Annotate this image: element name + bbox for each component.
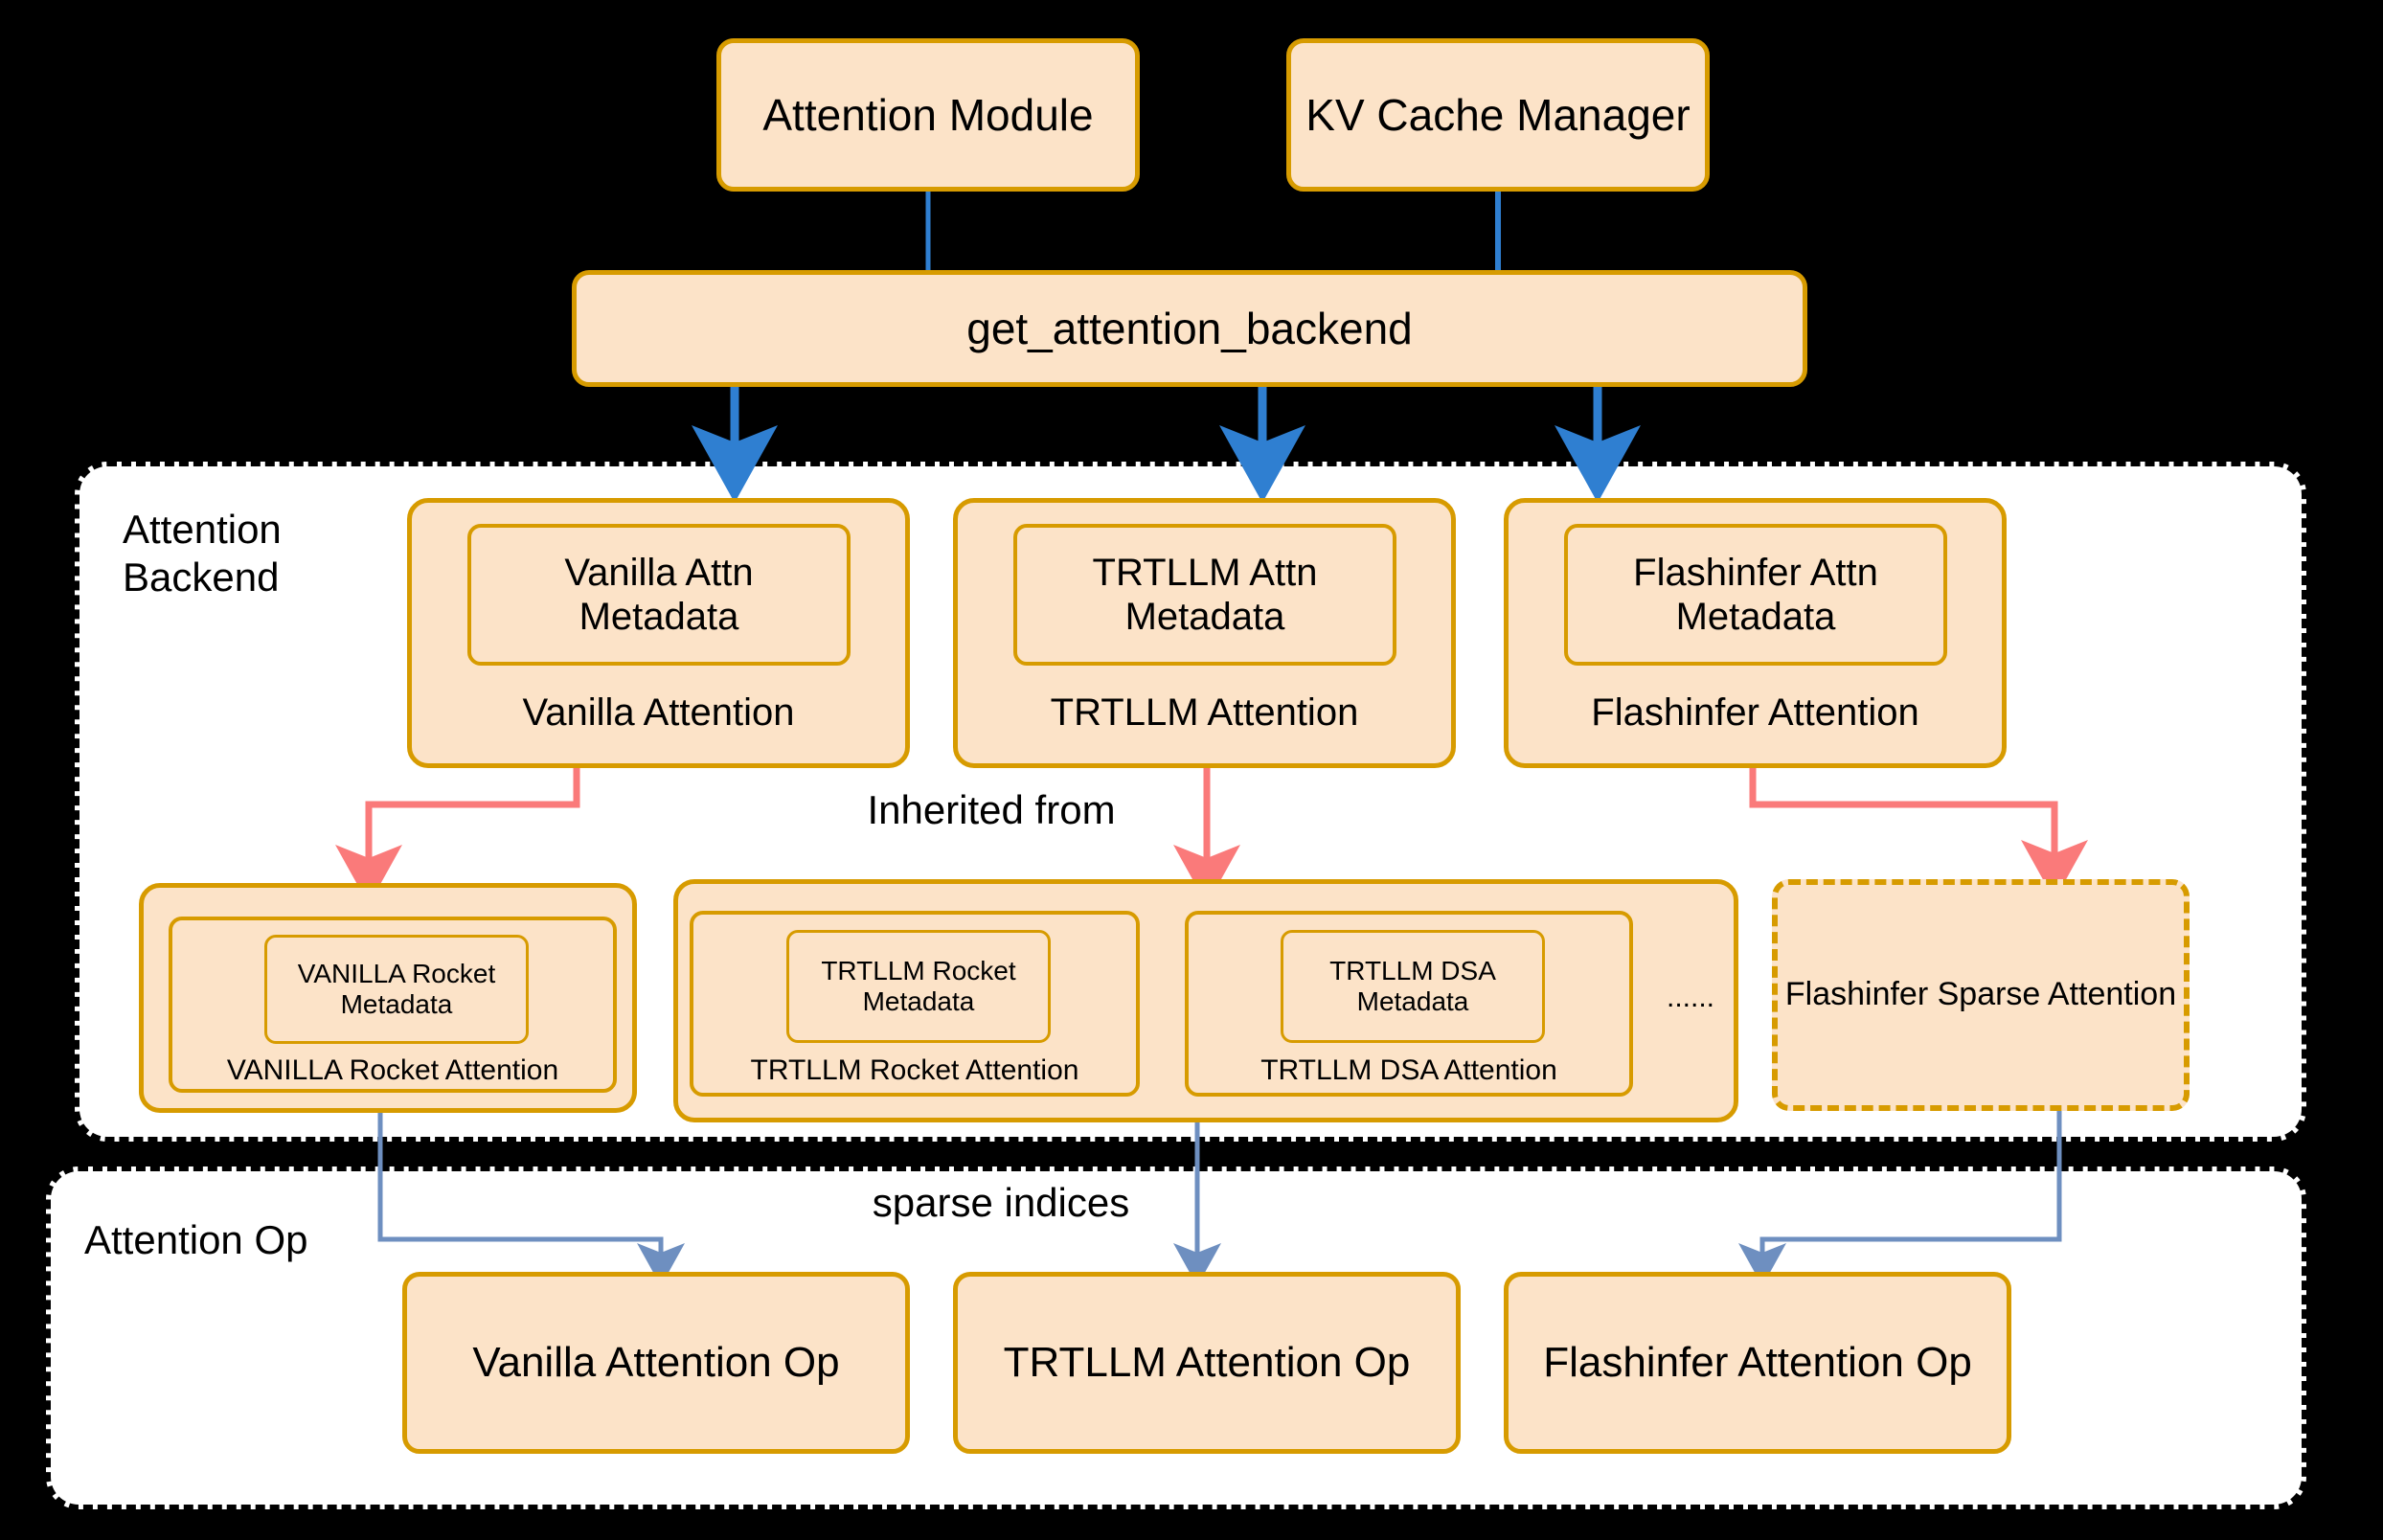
sparse-vanilla-rocket-metadata-label: VANILLA Rocket Metadata: [297, 958, 496, 1019]
backend-vanilla[interactable]: Vanilla Attn Metadata Vanilla Attention: [407, 498, 910, 768]
sparse-trtllm-dsa-metadata-label: TRTLLM DSA Metadata: [1329, 955, 1496, 1016]
backend-vanilla-metadata[interactable]: Vanilla Attn Metadata: [467, 524, 851, 666]
sparse-flashinfer[interactable]: Flashinfer Sparse Attention: [1772, 879, 2190, 1111]
node-get-attention-backend-label: get_attention_backend: [966, 303, 1413, 353]
sparse-vanilla-rocket-metadata[interactable]: VANILLA Rocket Metadata: [264, 935, 529, 1044]
attention-backend-title: Attention Backend: [123, 507, 282, 600]
sparse-flashinfer-label: Flashinfer Sparse Attention: [1784, 976, 2177, 1013]
sparse-ellipsis: ......: [1666, 982, 1714, 1013]
sparse-trtllm-dsa-class-label: TRTLLM DSA Attention: [1260, 1054, 1557, 1086]
node-kv-cache-manager[interactable]: KV Cache Manager: [1286, 38, 1710, 192]
op-vanilla[interactable]: Vanilla Attention Op: [402, 1272, 910, 1454]
sparse-trtllm-rocket-metadata[interactable]: TRTLLM Rocket Metadata: [786, 930, 1051, 1043]
backend-flashinfer-metadata-label: Flashinfer Attn Metadata: [1633, 552, 1878, 638]
backend-trtllm-metadata-label: TRTLLM Attn Metadata: [1092, 552, 1318, 638]
sparse-trtllm-dsa-metadata[interactable]: TRTLLM DSA Metadata: [1281, 930, 1545, 1043]
backend-vanilla-class-label: Vanilla Attention: [522, 691, 795, 734]
edge-label-sparse-indices: sparse indices: [872, 1180, 1130, 1225]
op-trtllm-label: TRTLLM Attention Op: [1003, 1338, 1411, 1386]
backend-flashinfer[interactable]: Flashinfer Attn Metadata Flashinfer Atte…: [1504, 498, 2007, 768]
node-attention-module-label: Attention Module: [762, 89, 1094, 140]
node-kv-cache-manager-label: KV Cache Manager: [1305, 89, 1691, 140]
op-flashinfer-label: Flashinfer Attention Op: [1543, 1338, 1972, 1386]
backend-flashinfer-class-label: Flashinfer Attention: [1591, 691, 1919, 734]
sparse-trtllm-rocket-metadata-label: TRTLLM Rocket Metadata: [821, 955, 1016, 1016]
edge-label-inherited-from: Inherited from: [867, 787, 1116, 832]
sparse-trtllm-dsa[interactable]: TRTLLM DSA Metadata TRTLLM DSA Attention: [1185, 911, 1633, 1097]
backend-trtllm-class-label: TRTLLM Attention: [1050, 691, 1359, 734]
sparse-vanilla-rocket[interactable]: VANILLA Rocket Metadata VANILLA Rocket A…: [169, 917, 617, 1093]
op-flashinfer[interactable]: Flashinfer Attention Op: [1504, 1272, 2011, 1454]
attention-op-title: Attention Op: [84, 1217, 308, 1262]
sparse-trtllm-rocket-class-label: TRTLLM Rocket Attention: [750, 1054, 1079, 1086]
backend-flashinfer-metadata[interactable]: Flashinfer Attn Metadata: [1564, 524, 1947, 666]
node-attention-module[interactable]: Attention Module: [716, 38, 1140, 192]
node-get-attention-backend[interactable]: get_attention_backend: [572, 270, 1807, 387]
op-trtllm[interactable]: TRTLLM Attention Op: [953, 1272, 1461, 1454]
backend-trtllm-metadata[interactable]: TRTLLM Attn Metadata: [1013, 524, 1396, 666]
backend-trtllm[interactable]: TRTLLM Attn Metadata TRTLLM Attention: [953, 498, 1456, 768]
sparse-vanilla-rocket-class-label: VANILLA Rocket Attention: [226, 1054, 559, 1086]
op-vanilla-label: Vanilla Attention Op: [472, 1338, 840, 1386]
sparse-group-trtllm[interactable]: TRTLLM Rocket Metadata TRTLLM Rocket Att…: [673, 879, 1738, 1122]
backend-vanilla-metadata-label: Vanilla Attn Metadata: [564, 552, 754, 638]
sparse-group-vanilla[interactable]: VANILLA Rocket Metadata VANILLA Rocket A…: [139, 883, 637, 1113]
sparse-trtllm-rocket[interactable]: TRTLLM Rocket Metadata TRTLLM Rocket Att…: [690, 911, 1140, 1097]
